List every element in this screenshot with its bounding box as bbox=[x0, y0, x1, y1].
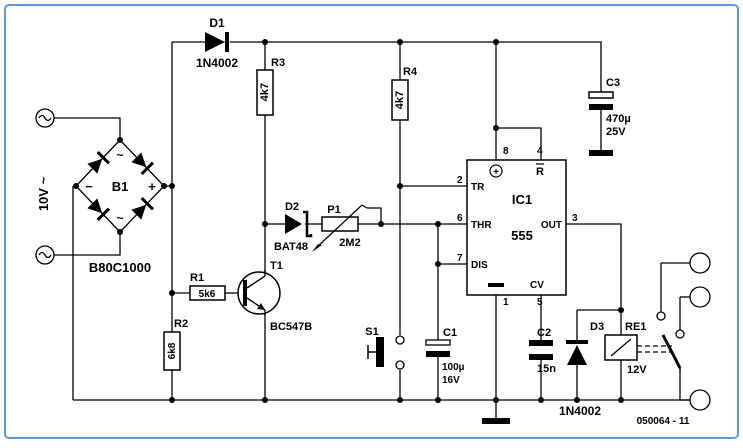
b1-plus: + bbox=[148, 179, 156, 194]
diagram-border bbox=[4, 4, 739, 439]
ic-reset-label: R bbox=[536, 166, 544, 178]
d2-name: D2 bbox=[285, 201, 299, 213]
r2-value: 6k8 bbox=[167, 342, 178, 359]
pin-7: 7 bbox=[457, 253, 463, 264]
c3-value1: 470µ bbox=[606, 113, 631, 125]
d1-value: 1N4002 bbox=[196, 56, 238, 70]
c2-value: 15n bbox=[537, 363, 556, 375]
t1-name: T1 bbox=[270, 260, 283, 272]
diode-d2 bbox=[285, 210, 313, 238]
c1-name: C1 bbox=[443, 327, 457, 339]
ic1-555-timer bbox=[466, 159, 567, 296]
ic-vcc-symbol: + bbox=[493, 167, 499, 178]
ic-dis-label: DIS bbox=[471, 260, 488, 271]
pin-1: 1 bbox=[503, 297, 509, 308]
r2-name: R2 bbox=[174, 318, 188, 330]
ac-input-terminals bbox=[35, 108, 55, 265]
relay-re1 bbox=[604, 334, 672, 361]
b1-value: B80C1000 bbox=[89, 260, 151, 275]
b1-minus: − bbox=[85, 179, 93, 194]
d1-name: D1 bbox=[209, 16, 225, 30]
pin-3: 3 bbox=[572, 213, 578, 224]
b1-tilde-top: ~ bbox=[116, 148, 123, 162]
resistor-r1 bbox=[189, 285, 226, 301]
resistor-r2 bbox=[163, 331, 181, 371]
capacitor-c1 bbox=[425, 339, 451, 357]
pin-8: 8 bbox=[503, 146, 509, 157]
re1-value: 12V bbox=[627, 364, 647, 376]
diode-d1 bbox=[205, 32, 229, 52]
r3-name: R3 bbox=[271, 57, 285, 69]
re1-name: RE1 bbox=[625, 321, 646, 333]
ic-tr-label: TR bbox=[471, 182, 485, 193]
resistor-r4 bbox=[391, 79, 409, 121]
c2-name: C2 bbox=[537, 327, 551, 339]
resistor-r3 bbox=[256, 69, 274, 116]
d3-value: 1N4002 bbox=[559, 404, 601, 418]
p1-value: 2M2 bbox=[339, 237, 360, 249]
pin-5: 5 bbox=[537, 297, 543, 308]
ic-cv-label: CV bbox=[530, 280, 544, 291]
b1-name: B1 bbox=[112, 179, 129, 194]
d3-name: D3 bbox=[590, 321, 604, 333]
c3-name: C3 bbox=[606, 77, 620, 89]
junction-dots bbox=[169, 39, 624, 403]
switch-s1 bbox=[367, 335, 405, 370]
pin-2: 2 bbox=[457, 175, 463, 186]
output-terminals bbox=[689, 252, 711, 411]
p1-name: P1 bbox=[327, 204, 340, 216]
supply-label: 10V ~ bbox=[36, 176, 51, 211]
c1-value2: 16V bbox=[442, 375, 460, 386]
r1-name: R1 bbox=[190, 272, 204, 284]
ic-out-label: OUT bbox=[541, 220, 562, 231]
r1-value: 5k6 bbox=[199, 289, 216, 300]
diode-d3 bbox=[566, 340, 588, 365]
d2-value: BAT48 bbox=[274, 241, 308, 253]
r3-value: 4k7 bbox=[259, 83, 271, 101]
r4-name: R4 bbox=[403, 66, 418, 78]
c3-value2: 25V bbox=[606, 126, 626, 138]
pin-6: 6 bbox=[457, 213, 463, 224]
capacitor-c2 bbox=[529, 340, 553, 360]
r4-value: 4k7 bbox=[394, 91, 406, 109]
capacitor-c3 bbox=[588, 91, 614, 156]
figure-code: 050064 - 11 bbox=[637, 416, 690, 427]
c1-value1: 100µ bbox=[442, 362, 465, 373]
b1-tilde-bottom: ~ bbox=[116, 211, 123, 225]
relay-contacts bbox=[656, 311, 685, 372]
ic-thr-label: THR bbox=[471, 220, 492, 231]
ic-type: 555 bbox=[511, 228, 533, 243]
ic-name: IC1 bbox=[512, 192, 532, 207]
potentiometer-p1 bbox=[312, 204, 368, 252]
ground-symbol bbox=[482, 418, 510, 424]
pin-4: 4 bbox=[537, 146, 543, 157]
s1-name: S1 bbox=[365, 326, 378, 338]
t1-value: BC547B bbox=[270, 321, 312, 333]
transistor-t1 bbox=[237, 270, 281, 316]
